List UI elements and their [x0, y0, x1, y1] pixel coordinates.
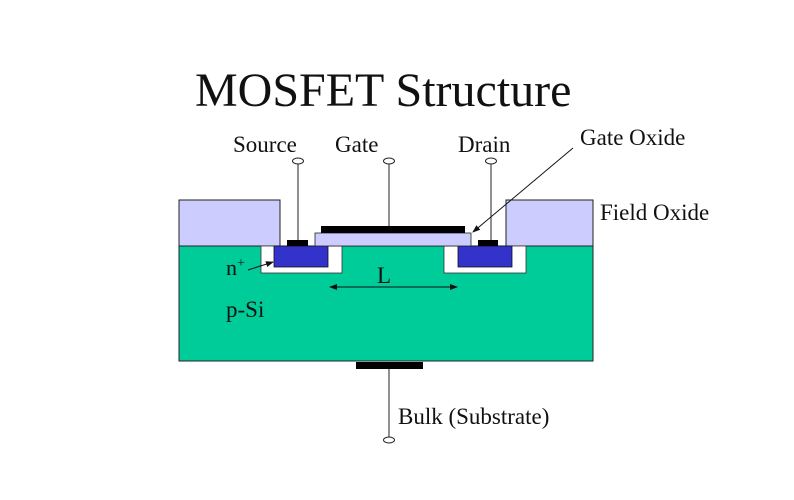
drain-terminal-icon [485, 157, 497, 165]
drain-n-plus-region [457, 245, 513, 268]
gate-oxide [314, 232, 472, 247]
source-label: Source [233, 132, 297, 157]
gate-oxide-pointer-arrow [472, 147, 574, 233]
gate-electrode [321, 226, 465, 233]
channel-length-label: L [377, 263, 391, 288]
substrate-type-label: p-Si [226, 297, 264, 322]
n-plus-pointer-arrow [247, 261, 274, 271]
bulk-terminal-icon [383, 436, 395, 444]
page-title: MOSFET Structure [195, 64, 571, 117]
n-plus-label: n+ [226, 255, 245, 280]
gate-label: Gate [335, 132, 378, 157]
drain-label: Drain [458, 132, 511, 157]
field-oxide-right [505, 199, 594, 247]
source-terminal-icon [292, 157, 304, 165]
source-contact [287, 240, 308, 246]
bulk-label: Bulk (Substrate) [398, 404, 549, 429]
drain-contact [478, 240, 498, 246]
field-oxide-left [178, 199, 281, 247]
gate-oxide-label: Gate Oxide [580, 125, 685, 150]
source-n-plus-region [273, 245, 329, 268]
field-oxide-label: Field Oxide [600, 200, 709, 225]
gate-terminal-icon [383, 157, 395, 165]
bulk-contact [356, 362, 423, 369]
